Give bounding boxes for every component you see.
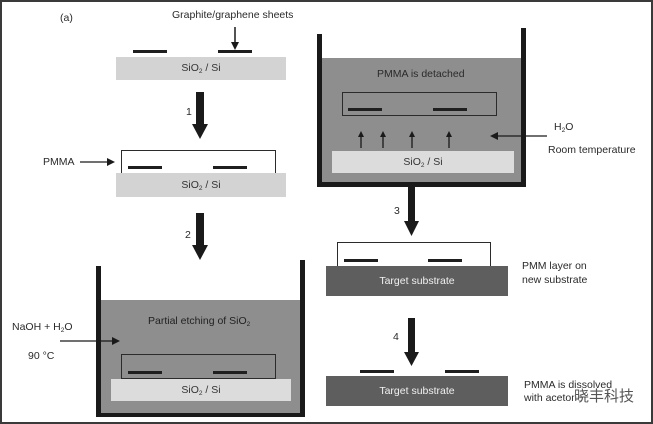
graphene-sheet — [128, 371, 162, 374]
graphene-sheet — [213, 371, 247, 374]
step-2-arrow — [192, 213, 208, 260]
watermark: 晓丰科技 — [574, 388, 635, 405]
step-2-label: 2 — [185, 229, 191, 241]
beaker-bottom — [96, 413, 305, 417]
step-4-arrow — [404, 318, 419, 366]
beaker-wall-left — [317, 34, 322, 186]
temperature-90-label: 90 °C — [28, 350, 55, 362]
beaker-wall-right — [521, 28, 526, 186]
graphene-sheet — [344, 259, 378, 262]
substrate-label: SiO2 / Si — [181, 62, 221, 75]
sio2-si-substrate: SiO2 / Si — [116, 57, 286, 80]
graphene-sheet — [133, 50, 167, 53]
graphene-sheet — [433, 108, 467, 111]
etching-label: Partial etching of SiO2 — [148, 315, 251, 328]
dissolved-label: PMMA is dissolved with acetone — [524, 379, 613, 404]
graphene-sheet — [213, 166, 247, 169]
step-4-label: 4 — [393, 331, 399, 343]
pmma-layer — [337, 242, 491, 267]
graphene-sheet — [428, 259, 462, 262]
graphene-sheet — [445, 370, 479, 373]
sio2-si-substrate: SiO2 / Si — [332, 151, 514, 173]
beaker-bottom — [317, 182, 526, 187]
sio2-si-substrate: SiO2 / Si — [111, 379, 291, 401]
graphene-sheet — [348, 108, 382, 111]
step-1-arrow — [192, 92, 208, 139]
naoh-label: NaOH + H2O — [12, 321, 73, 334]
graphene-sheet — [360, 370, 394, 373]
graphene-sheet — [218, 50, 252, 53]
pmma-label: PMMA — [43, 156, 75, 168]
detach-arrows — [358, 131, 452, 148]
pmma-layer — [342, 92, 497, 116]
step-3-arrow — [404, 187, 419, 236]
sio2-si-substrate: SiO2 / Si — [116, 173, 286, 197]
graphene-sheet — [128, 166, 162, 169]
step-1-label: 1 — [186, 106, 192, 118]
graphite-sheets-label: Graphite/graphene sheets — [172, 9, 294, 21]
substrate-label: SiO2 / Si — [403, 155, 443, 169]
target-substrate: Target substrate — [326, 376, 508, 406]
h2o-label: H2O — [554, 121, 574, 134]
substrate-label: SiO2 / Si — [181, 383, 221, 397]
substrate-label: SiO2 / Si — [181, 178, 221, 192]
target-substrate: Target substrate — [326, 266, 508, 296]
room-temperature-label: Room temperature — [548, 144, 636, 156]
beaker-wall-right — [300, 260, 305, 417]
detached-label: PMMA is detached — [377, 68, 465, 80]
figure-label: (a) — [60, 12, 73, 24]
pmm-layer-label: PMM layer on new substrate — [522, 260, 588, 286]
step-3-label: 3 — [394, 205, 400, 217]
pmma-layer — [121, 354, 276, 379]
